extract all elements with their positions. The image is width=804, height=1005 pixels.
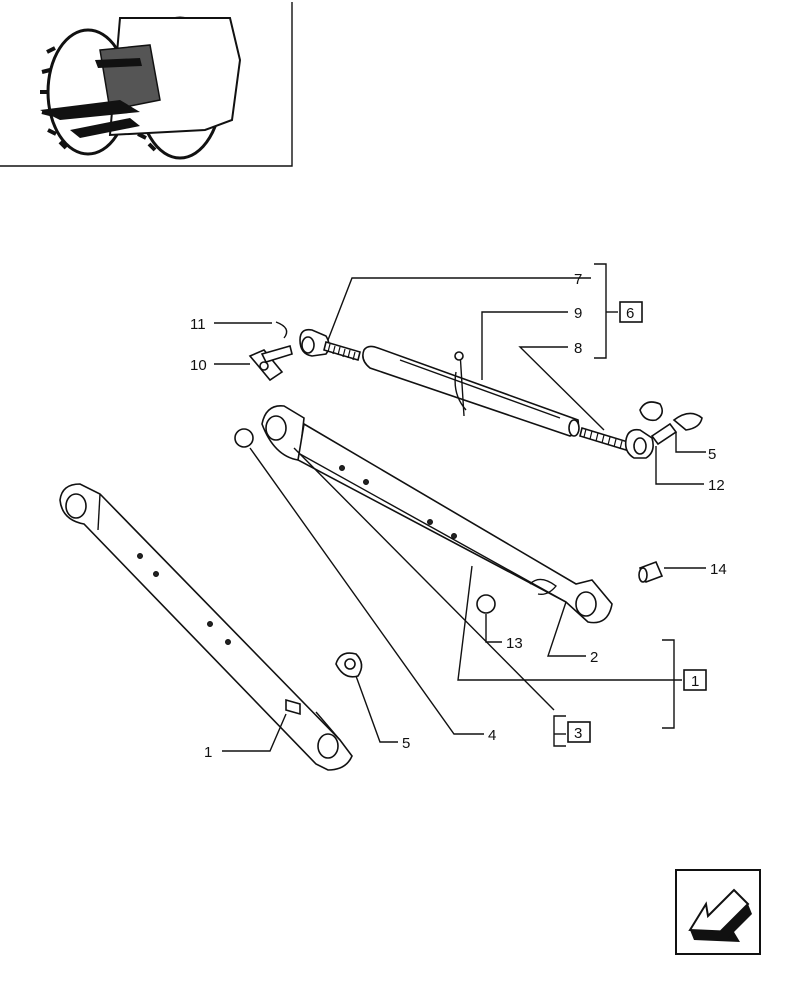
clip-part-5-lower: [335, 652, 363, 678]
sleeve-part-14: [638, 560, 664, 584]
callout-14: 14: [710, 561, 727, 578]
back-arrow-icon[interactable]: [675, 869, 761, 955]
svg-text:3: 3: [574, 725, 582, 742]
top-link-assembly: [299, 328, 654, 459]
callout-labels: 7 9 8 11 10 5 12 14 13 2 4 5 1: [190, 271, 727, 761]
callout-9: 9: [574, 305, 582, 322]
callout-8: 8: [574, 340, 582, 357]
callout-2: 2: [590, 649, 598, 666]
svg-text:1: 1: [691, 673, 699, 690]
lower-link-left: [59, 483, 353, 771]
group-label-3: 3: [567, 721, 591, 743]
pin-part-10: [248, 321, 293, 382]
callout-5-lower: 5: [402, 735, 410, 752]
callout-1: 1: [204, 744, 212, 761]
leader-lines: [214, 263, 706, 752]
callout-4: 4: [488, 727, 496, 744]
pin-part-12: [639, 401, 703, 446]
group-label-1: 1: [683, 669, 707, 691]
bush-part-4: [234, 428, 254, 448]
callout-11: 11: [190, 316, 206, 333]
lower-link-right: [261, 405, 613, 624]
ball-part-13: [476, 594, 496, 614]
group-label-6: 6: [619, 301, 643, 323]
callout-13: 13: [506, 635, 523, 652]
callout-12: 12: [708, 477, 725, 494]
callout-7: 7: [574, 271, 582, 288]
callout-5-upper: 5: [708, 446, 716, 463]
tractor-rear-thumbnail-icon: [0, 2, 293, 167]
callout-10: 10: [190, 357, 207, 374]
svg-text:6: 6: [626, 305, 634, 322]
